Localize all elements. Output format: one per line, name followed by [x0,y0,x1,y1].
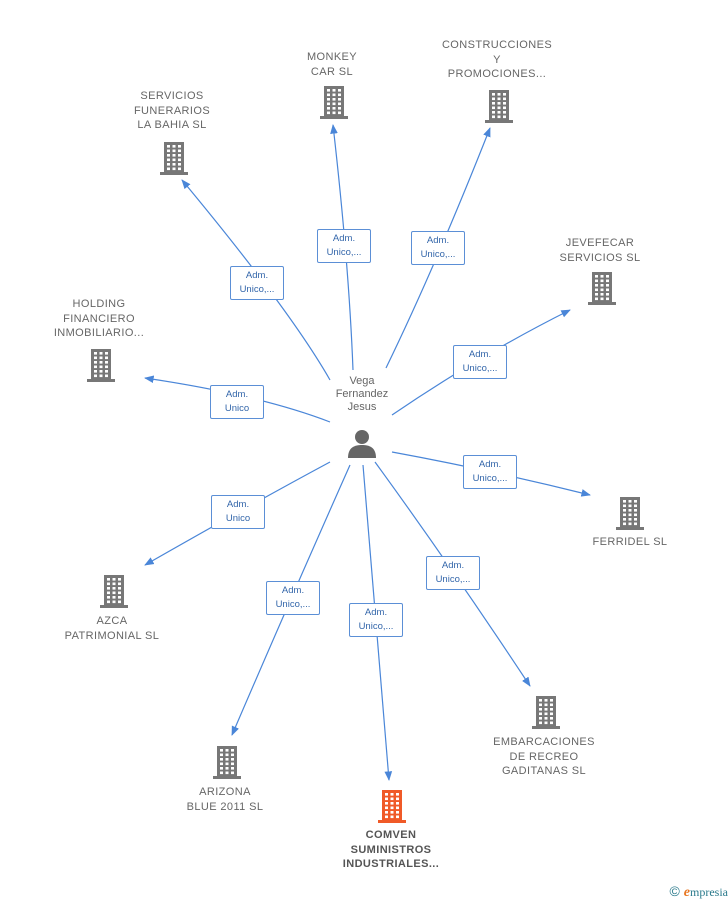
building-icon[interactable] [615,495,645,536]
edge-label-construcciones[interactable]: Adm. Unico,... [411,231,465,265]
building-icon[interactable] [319,84,349,125]
brand-initial: e [683,885,690,900]
building-icon[interactable] [377,788,407,829]
company-label-comven[interactable]: COMVEN SUMINISTROS INDUSTRIALES... [342,829,440,870]
person-name[interactable]: Vega Fernandez Jesus [335,375,389,413]
company-label-ferridel[interactable]: FERRIDEL SL [592,536,668,548]
edge-label-holding[interactable]: Adm. Unico [210,385,264,419]
edge-label-servicios[interactable]: Adm. Unico,... [230,266,284,300]
edge-label-ferridel[interactable]: Adm. Unico,... [463,455,517,489]
edge-label-embarcaciones[interactable]: Adm. Unico,... [426,556,480,590]
building-icon[interactable] [99,573,129,614]
brand-name: mpresia [690,885,728,899]
brand-footer: ©empresia [669,883,728,901]
building-icon[interactable] [484,88,514,129]
edge-label-jevefecar[interactable]: Adm. Unico,... [453,345,507,379]
copyright-symbol: © [669,883,680,899]
building-icon[interactable] [212,744,242,785]
company-label-jevefecar[interactable]: JEVEFECAR SERVICIOS SL [559,237,641,264]
company-label-construcciones[interactable]: CONSTRUCCIONES Y PROMOCIONES... [441,39,553,80]
building-icon[interactable] [531,694,561,735]
edge-label-monkey[interactable]: Adm. Unico,... [317,229,371,263]
building-icon[interactable] [159,140,189,181]
edge-label-azca[interactable]: Adm. Unico [211,495,265,529]
building-icon[interactable] [86,347,116,388]
person-icon[interactable] [347,428,377,463]
edge-label-comven[interactable]: Adm. Unico,... [349,603,403,637]
company-label-holding[interactable]: HOLDING FINANCIERO INMOBILIARIO... [53,298,145,339]
building-icon[interactable] [587,270,617,311]
company-label-servicios[interactable]: SERVICIOS FUNERARIOS LA BAHIA SL [133,90,211,131]
company-label-azca[interactable]: AZCA PATRIMONIAL SL [64,615,160,642]
company-label-arizona[interactable]: ARIZONA BLUE 2011 SL [186,786,264,813]
company-label-embarcaciones[interactable]: EMBARCACIONES DE RECREO GADITANAS SL [493,736,595,777]
edge-label-arizona[interactable]: Adm. Unico,... [266,581,320,615]
company-label-monkey[interactable]: MONKEY CAR SL [306,51,358,78]
